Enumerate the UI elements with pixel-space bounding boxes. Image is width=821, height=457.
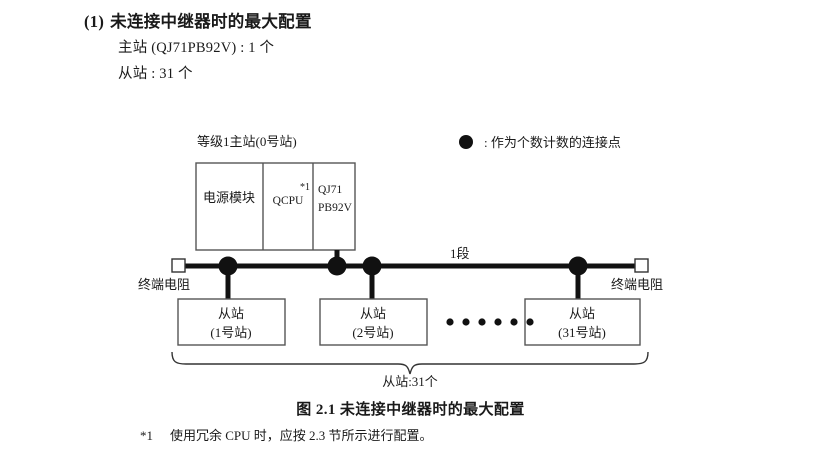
segment-label: 1段	[450, 246, 470, 261]
footnote-mark: *1	[140, 428, 153, 443]
terminator-left-icon	[171, 258, 186, 273]
module-power-supply-label: 电源模块	[203, 190, 255, 205]
master-rack-outline	[195, 162, 356, 251]
section-title: 未连接中继器时的最大配置	[110, 12, 312, 31]
slave-group-count-label: 从站:31个	[382, 374, 438, 389]
module-pb92v-label-line2: PB92V	[318, 202, 353, 214]
slave-31-label-line1: 从站	[569, 306, 595, 321]
slave-station-box-31	[524, 298, 641, 346]
section-heading: (1) 未连接中继器时的最大配置	[84, 8, 312, 32]
module-pb92v-label-line1: QJ71	[318, 184, 343, 196]
module-qcpu-footnote-mark: *1	[300, 182, 310, 193]
section-number: (1)	[84, 12, 105, 31]
module-qcpu-label: QCPU	[273, 195, 304, 207]
slave-station-box-2	[319, 298, 428, 346]
connection-dot-master	[327, 256, 347, 276]
footnote-text: 使用冗余 CPU 时，应按 2.3 节所示进行配置。	[170, 428, 433, 443]
spec-line-master: 主站 (QJ71PB92V) : 1 个	[118, 40, 275, 56]
slave-31-label-line2: (31号站)	[558, 325, 606, 340]
slave-2-label-line1: 从站	[360, 306, 386, 321]
spec-line-slave: 从站 : 31 个	[118, 66, 193, 82]
terminator-left-label: 终端电阻	[138, 277, 190, 292]
slave-group-brace	[171, 351, 649, 375]
terminator-right-icon	[634, 258, 649, 273]
terminator-right-label: 终端电阻	[611, 277, 663, 292]
footnote: *1 使用冗余 CPU 时，应按 2.3 节所示进行配置。	[140, 425, 433, 444]
slave-2-label-line2: (2号站)	[352, 325, 393, 340]
slave-1-label-line1: 从站	[218, 306, 244, 321]
slave-1-label-line2: (1号站)	[210, 325, 251, 340]
slave-station-box-1	[177, 298, 286, 346]
ellipsis-dots	[446, 318, 534, 326]
master-station-label: 等级1主站(0号站)	[197, 134, 297, 149]
figure-caption: 图 2.1 未连接中继器时的最大配置	[296, 402, 525, 418]
legend-label: : 作为个数计数的连接点	[484, 135, 621, 150]
legend-filled-circle-icon	[459, 135, 473, 149]
